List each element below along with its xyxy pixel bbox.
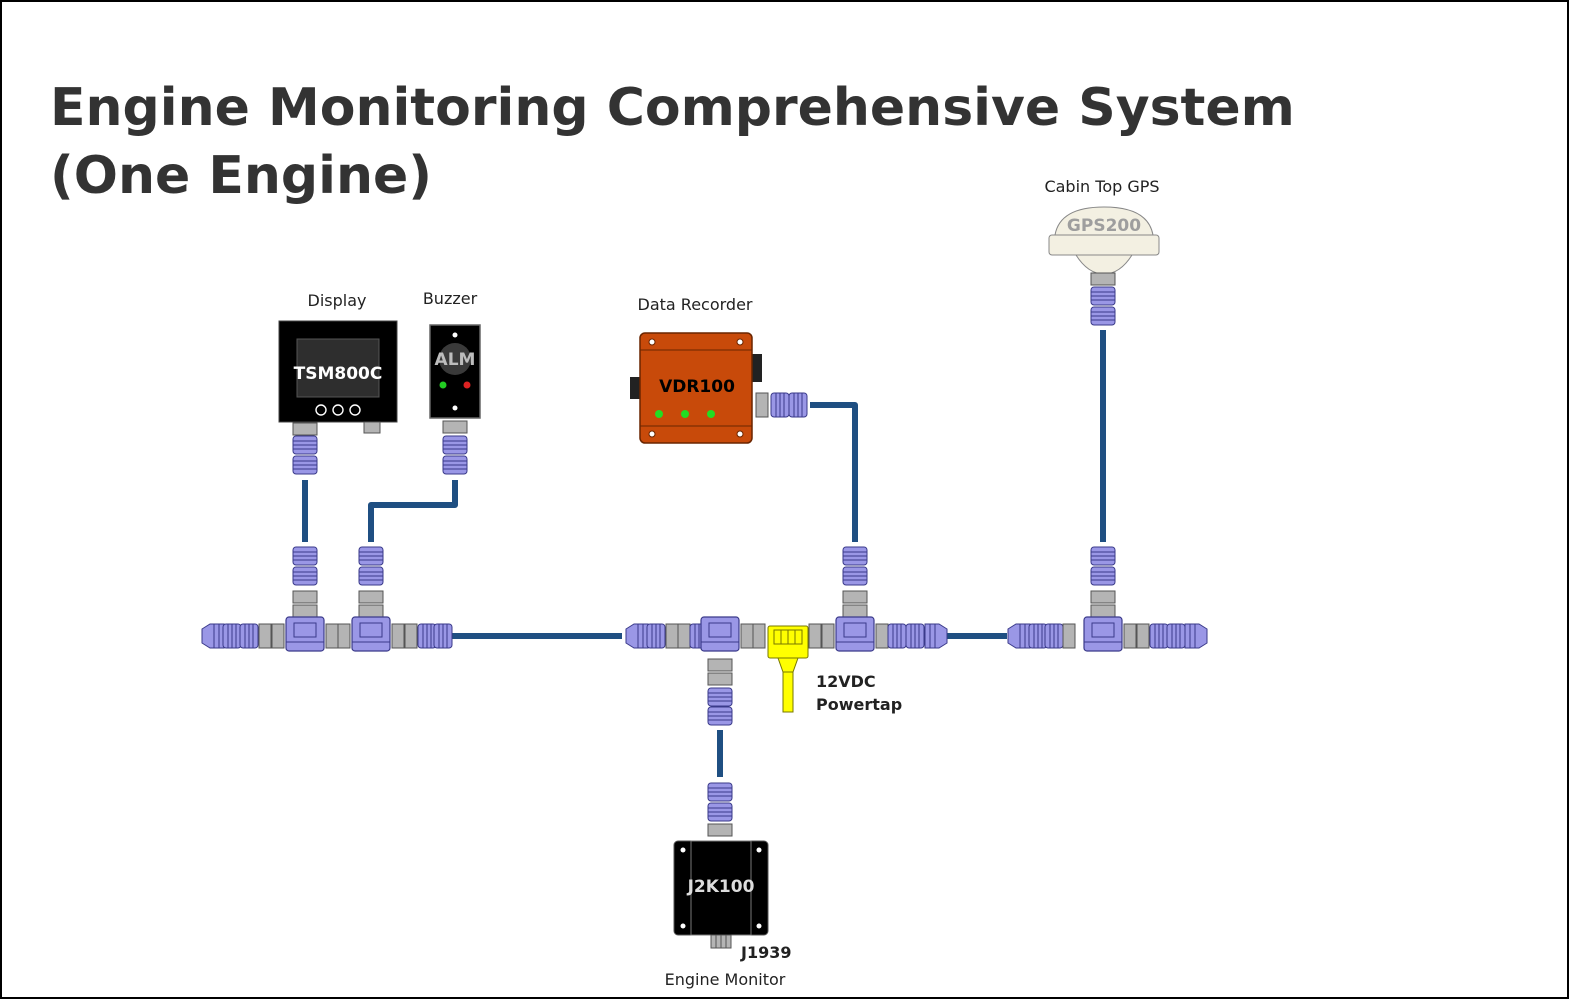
- cabin-gps-label: Cabin Top GPS: [1044, 177, 1159, 196]
- display-device: TSM800C: [278, 320, 398, 434]
- recorder-device: VDR100: [630, 332, 762, 444]
- engine-device-name: J2K100: [687, 877, 755, 897]
- page-title: Engine Monitoring Comprehensive System (…: [50, 74, 1370, 210]
- recorder-device-name: VDR100: [659, 377, 735, 397]
- display-device-name: TSM800C: [294, 364, 383, 384]
- network-cables: [302, 330, 1106, 777]
- gps-device-name: GPS200: [1067, 216, 1141, 236]
- backbone-segment-1: [201, 616, 453, 652]
- buzzer-drop-connectors: [358, 420, 468, 618]
- backbone-segment-3: [1007, 616, 1208, 652]
- title-line-1: Engine Monitoring Comprehensive System: [50, 78, 1295, 138]
- title-line-2: (One Engine): [50, 146, 433, 206]
- buzzer-device-name: ALM: [435, 350, 476, 370]
- buzzer-drop-cable: [368, 480, 458, 542]
- recorder-drop-connectors: [755, 392, 868, 618]
- recorder-drop-cable: [810, 402, 858, 542]
- display-label: Display: [308, 291, 367, 310]
- data-recorder-label: Data Recorder: [638, 295, 753, 314]
- powertap-label-line-1: 12VDC: [816, 672, 876, 691]
- powertap-label-line-2: Powertap: [816, 695, 902, 714]
- buzzer-device: ALM: [429, 324, 481, 419]
- powertap: [767, 625, 809, 713]
- engine-device: J2K100: [673, 840, 769, 949]
- j1939-label: J1939: [740, 943, 791, 962]
- gps-device: GPS200: [1048, 206, 1160, 275]
- buzzer-label: Buzzer: [423, 289, 478, 308]
- engine-monitor-label: Engine Monitor: [665, 970, 786, 989]
